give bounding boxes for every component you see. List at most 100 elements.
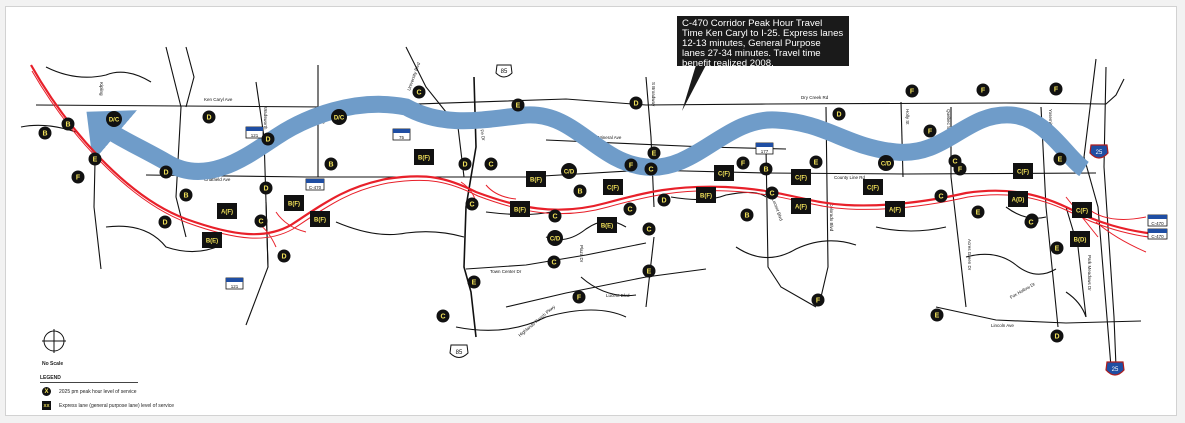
los-marker: C/D xyxy=(547,230,563,246)
express-los-marker: C(F) xyxy=(1072,202,1092,218)
los-marker: C xyxy=(765,186,779,200)
express-los-marker: A(F) xyxy=(217,203,237,219)
los-marker-label: C xyxy=(648,167,653,174)
los-marker-label: C xyxy=(627,207,632,214)
express-los-marker: B(F) xyxy=(510,201,530,217)
legend-rule xyxy=(40,382,138,383)
los-marker-label: B xyxy=(328,162,333,169)
los-marker-label: B(F) xyxy=(514,208,526,214)
los-marker-label: F xyxy=(577,295,582,302)
los-marker: C xyxy=(934,189,948,203)
shield-label: 75 xyxy=(399,135,405,140)
express-los-marker: C(F) xyxy=(863,179,883,195)
los-marker-dot xyxy=(159,165,173,179)
legend-symbol-square: XX xyxy=(42,401,51,410)
los-marker: F xyxy=(1049,82,1063,96)
express-los-marker: C(F) xyxy=(791,169,811,185)
los-marker: E xyxy=(88,152,102,166)
los-marker: B xyxy=(324,157,338,171)
los-marker-dot xyxy=(561,163,577,179)
los-marker-label: B(E) xyxy=(601,224,613,230)
express-los-marker: B(F) xyxy=(696,187,716,203)
los-marker-label: D/C xyxy=(334,116,345,122)
legend-item-los: X 2025 pm peak hour level of service xyxy=(42,387,137,396)
los-marker-label: C/D xyxy=(881,162,892,168)
los-marker-label: E xyxy=(1058,157,1063,164)
legend-text: 2025 pm peak hour level of service xyxy=(59,388,137,395)
los-marker-dot xyxy=(809,155,823,169)
los-marker: B xyxy=(759,162,773,176)
los-marker: F xyxy=(572,290,586,304)
los-marker-label: B xyxy=(42,131,47,138)
los-marker-label: E xyxy=(472,280,477,287)
los-marker-label: B xyxy=(183,193,188,200)
road-label: Mineral Ave xyxy=(598,135,622,140)
road-label: Wadsworth xyxy=(263,107,268,130)
shield-label: 25 xyxy=(1112,367,1119,373)
los-marker: C xyxy=(412,85,426,99)
los-marker-dot xyxy=(934,189,948,203)
express-los-marker-box xyxy=(863,179,883,195)
sh-121-shield: 121 xyxy=(225,277,244,290)
los-marker-dot xyxy=(324,157,338,171)
express-los-marker-box xyxy=(310,211,330,227)
los-marker-label: D xyxy=(633,101,638,108)
los-marker-dot xyxy=(412,85,426,99)
los-marker-label: B xyxy=(577,189,582,196)
los-marker: E xyxy=(1053,152,1067,166)
los-marker-label: B(F) xyxy=(700,194,712,200)
los-marker-dot xyxy=(1024,215,1038,229)
los-marker-dot xyxy=(88,152,102,166)
express-los-marker-box xyxy=(791,169,811,185)
los-marker-dot xyxy=(642,264,656,278)
los-marker-dot xyxy=(1053,152,1067,166)
los-marker: F xyxy=(624,158,638,172)
express-los-marker-box xyxy=(1070,231,1090,247)
los-marker: E xyxy=(467,275,481,289)
los-marker-label: B(D) xyxy=(1074,238,1087,244)
road-label: Fox Hollow Dr xyxy=(1009,281,1036,300)
los-marker: B xyxy=(740,208,754,222)
los-marker-dot xyxy=(38,126,52,140)
los-marker: F xyxy=(71,170,85,184)
los-marker-label: E xyxy=(652,151,657,158)
legend-title: LEGEND xyxy=(40,375,61,381)
los-marker-label: A(F) xyxy=(889,208,901,214)
los-marker-label: D xyxy=(836,112,841,119)
los-marker-label: C(F) xyxy=(607,186,619,192)
express-los-marker: B(F) xyxy=(414,149,434,165)
express-los-marker-box xyxy=(1072,202,1092,218)
los-marker-label: F xyxy=(816,298,821,305)
los-marker-label: C/D xyxy=(564,170,575,176)
los-marker-label: E xyxy=(1055,246,1060,253)
los-marker-dot xyxy=(202,110,216,124)
los-marker-label: B(F) xyxy=(288,202,300,208)
los-marker-dot xyxy=(1049,82,1063,96)
los-marker: F xyxy=(953,162,967,176)
los-marker-dot xyxy=(511,98,525,112)
los-marker-label: C xyxy=(488,162,493,169)
peak-flow-arrow xyxy=(86,95,1090,180)
los-marker-dot xyxy=(484,157,498,171)
los-marker-dot xyxy=(548,209,562,223)
road-label: Santa Fe Dr xyxy=(477,116,486,141)
los-marker: E xyxy=(511,98,525,112)
los-marker: C/D xyxy=(878,155,894,171)
los-marker-dot xyxy=(259,181,273,195)
los-marker: C xyxy=(547,255,561,269)
los-marker-label: C xyxy=(938,194,943,201)
express-los-marker-box xyxy=(791,198,811,214)
road-label: Dry Creek Rd xyxy=(801,95,829,100)
los-marker-label: D xyxy=(281,254,286,261)
express-los-marker: B(D) xyxy=(1070,231,1090,247)
los-marker-dot xyxy=(759,162,773,176)
i-25-shield: 25 xyxy=(1089,144,1109,159)
road-label: Ken Caryl Ave xyxy=(204,97,233,102)
los-marker: C xyxy=(623,202,637,216)
los-marker: D xyxy=(832,107,846,121)
los-marker: F xyxy=(905,84,919,98)
los-marker-label: F xyxy=(629,163,634,170)
express-los-marker: A(F) xyxy=(885,201,905,217)
los-marker: F xyxy=(736,156,750,170)
los-marker-label: D xyxy=(263,186,268,193)
